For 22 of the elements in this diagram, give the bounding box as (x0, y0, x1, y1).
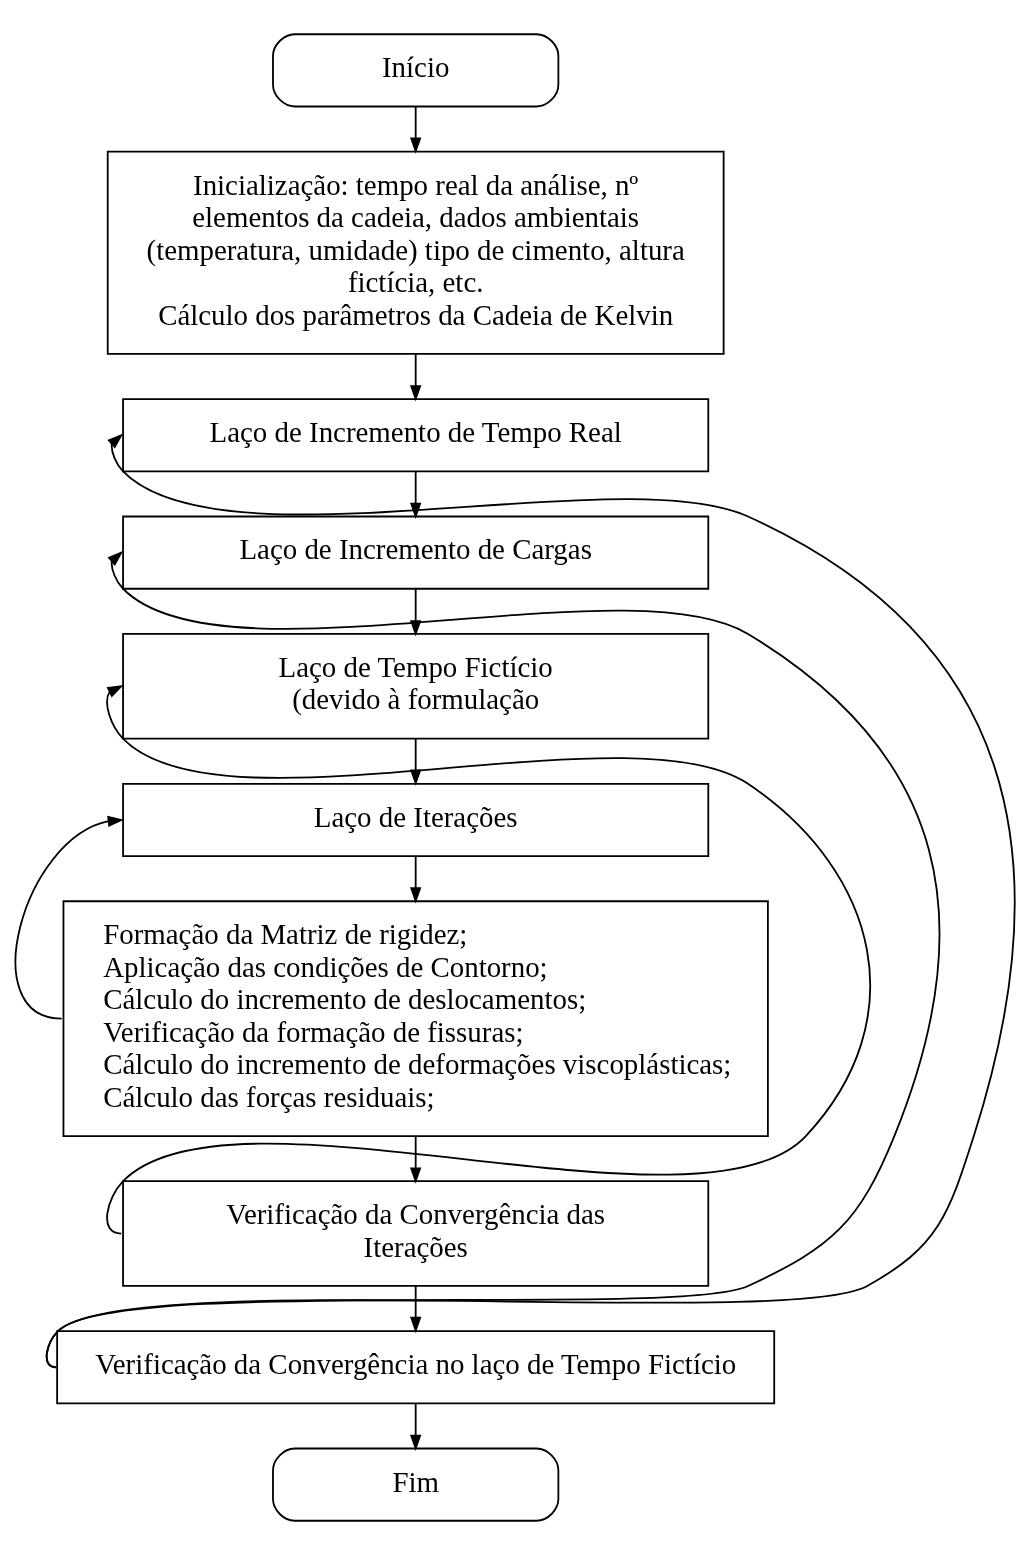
arrow (45, 433, 1016, 1369)
node-box: Laço de Tempo Fictício (devido à formulação (122, 633, 710, 740)
node-box: Verificação da Convergência das Iterações (122, 1180, 710, 1287)
arrow (45, 550, 941, 1369)
arrow (409, 855, 422, 904)
node-box: Início (272, 33, 560, 108)
arrow (409, 1402, 422, 1452)
node-box: Inicialização: tempo real da análise, nº elementos da cadeia, dados ambientais (temperatura, umidade) tipo de cimento, altura fictícia, etc. Cálculo dos parâmetros da Cadeia de Kelvin (106, 150, 725, 355)
arrow (409, 1135, 422, 1184)
node-box: Fim (272, 1447, 560, 1522)
arrow (409, 105, 422, 154)
arrow (409, 588, 422, 637)
arrow (15, 815, 124, 1020)
node-box: Laço de Incremento de Tempo Real (122, 398, 710, 473)
arrow (106, 685, 872, 1235)
node-box: Formação da Matriz de rigidez; Aplicação das condições de Contorno; Cálculo do incremento de deslocamentos; Verificação da formação de fissuras; Cálculo do incremento de deformações viscoplásticas; Cálculo das forças residuais; (62, 900, 769, 1137)
node-box: Verificação da Convergência no laço de Tempo Fictício (56, 1330, 776, 1405)
arrow (409, 470, 422, 519)
arrow (409, 353, 422, 402)
node-box: Laço de Incremento de Cargas (122, 515, 710, 590)
arrow (409, 1285, 422, 1334)
node-box: Laço de Iterações (122, 782, 710, 857)
